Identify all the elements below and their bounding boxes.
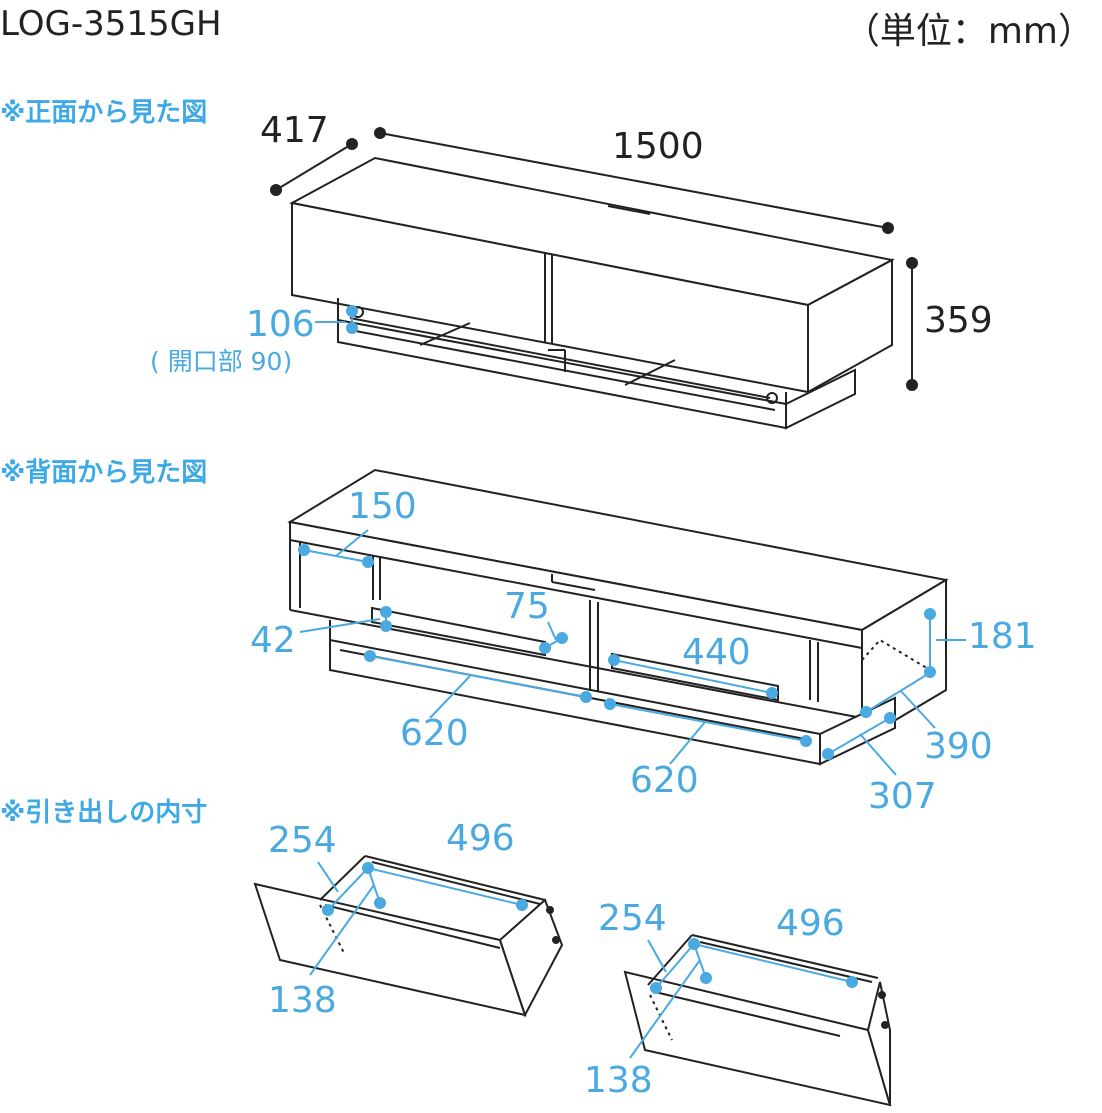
front-opening-height-label: 106 <box>246 304 315 345</box>
drawer-right-depth-label: 254 <box>598 898 667 939</box>
back-75-label: 75 <box>504 586 550 627</box>
back-620-left-label: 620 <box>400 713 469 754</box>
front-dimension-lines <box>270 127 918 391</box>
drawer-left-height-label: 138 <box>268 980 337 1021</box>
drawer-left-width-label: 496 <box>446 818 515 859</box>
back-440-label: 440 <box>682 632 751 673</box>
back-390-label: 390 <box>924 726 993 767</box>
section-drawer-label: ※引き出しの内寸 <box>0 798 208 828</box>
front-height-label: 359 <box>924 300 993 341</box>
drawer-left-depth-label: 254 <box>268 820 337 861</box>
drawer-right-drawing <box>623 934 892 1107</box>
drawer-left-dimension-lines <box>309 861 528 976</box>
section-front-label: ※正面から見た図 <box>0 98 208 128</box>
front-view-drawing <box>289 156 895 430</box>
back-307-label: 307 <box>868 776 937 817</box>
model-title: LOG-3515GH <box>0 4 222 44</box>
front-depth-label: 417 <box>260 110 329 151</box>
unit-label: （単位：mm） <box>843 11 1094 52</box>
front-width-label: 1500 <box>612 126 704 167</box>
drawer-right-dimension-lines <box>629 938 858 1059</box>
back-181-label: 181 <box>968 616 1037 657</box>
drawer-right-width-label: 496 <box>776 903 845 944</box>
front-opening-dimension <box>315 305 358 334</box>
drawer-right-height-label: 138 <box>584 1060 653 1101</box>
front-opening-note: ( 開口部 90) <box>150 347 292 376</box>
section-back-label: ※背面から見た図 <box>0 458 208 488</box>
back-dimension-lines <box>298 529 966 776</box>
back-42-label: 42 <box>250 620 296 661</box>
back-620-right-label: 620 <box>630 760 699 801</box>
drawer-left-drawing <box>253 855 564 1018</box>
back-150-label: 150 <box>348 486 417 527</box>
